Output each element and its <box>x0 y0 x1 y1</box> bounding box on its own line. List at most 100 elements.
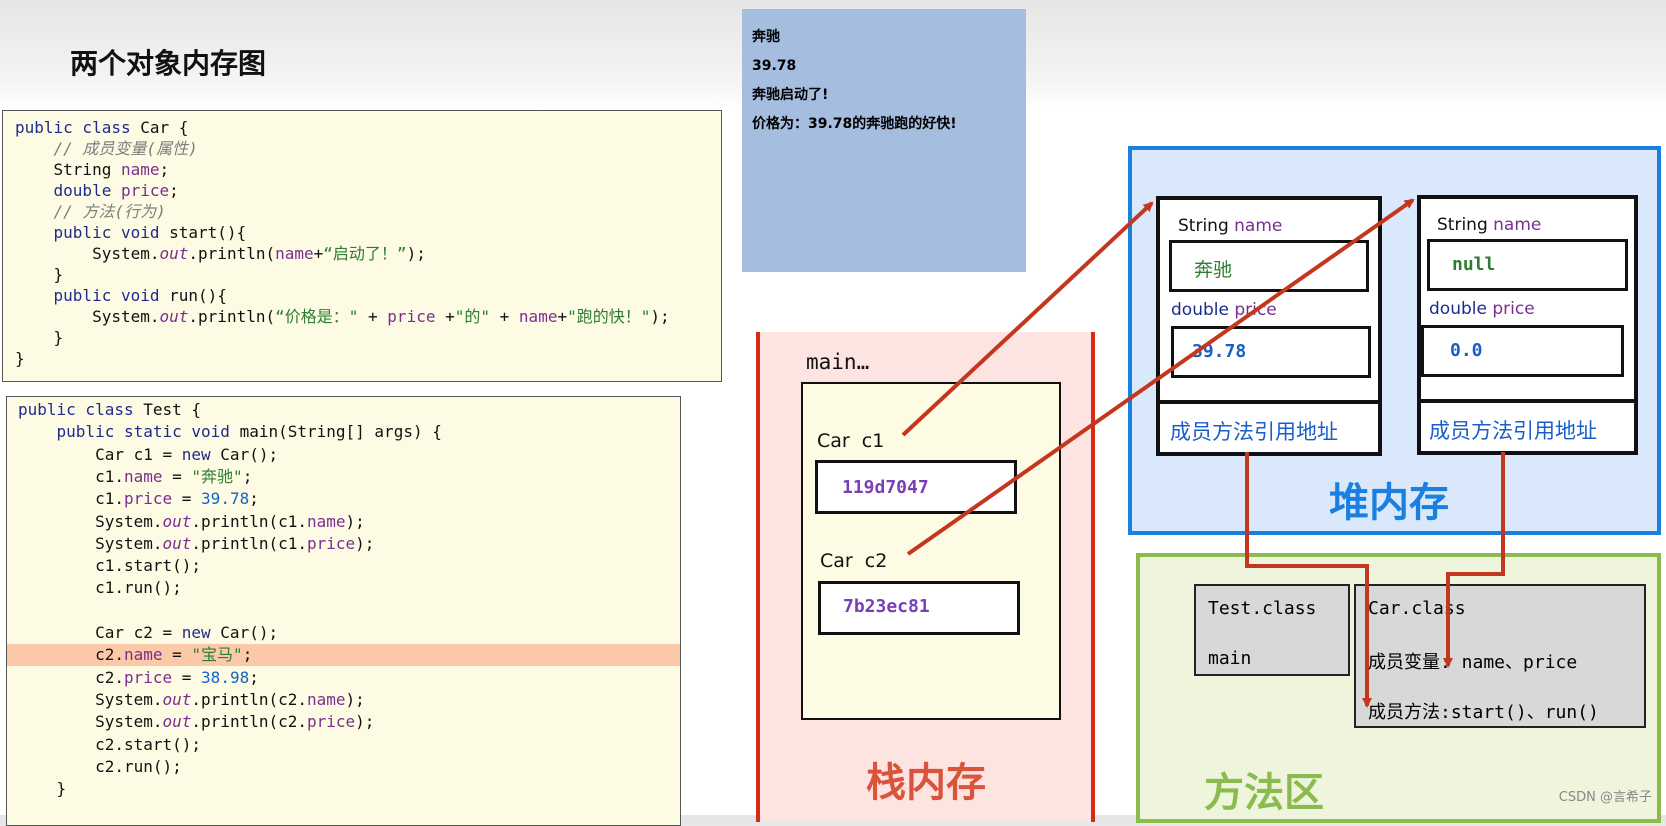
code-line: c1.price = 39.78; <box>18 488 259 510</box>
code-token: = <box>162 645 192 665</box>
code-line: public void run(){ <box>15 285 227 307</box>
test-class-box: Test.class main <box>1194 584 1350 676</box>
code-line: double price; <box>15 180 179 202</box>
code-token: out <box>159 244 189 263</box>
code-line: Car c2 = new Car(); <box>18 622 278 644</box>
heap-object-c2: String name null double price 0.0 成员方法引用… <box>1417 195 1638 455</box>
code-token: out <box>162 511 192 531</box>
code-token: out <box>159 307 189 326</box>
arrow-obj2-to-methods <box>1443 452 1505 668</box>
code-token: c2.run(); <box>18 756 182 776</box>
arrow-c2-to-obj2 <box>906 198 1415 556</box>
obj1-price-type: double <box>1171 300 1229 320</box>
code-token: = <box>172 667 202 687</box>
code-token: name <box>123 645 163 665</box>
code-token: out <box>162 689 192 709</box>
code-token: c2. <box>18 645 124 665</box>
code-line: } <box>15 327 64 349</box>
code-token: price <box>307 712 356 732</box>
code-token: name <box>120 160 160 179</box>
obj1-name-type: String <box>1178 216 1229 236</box>
code-token: “启动了！” <box>323 244 407 263</box>
obj1-name-box: 奔驰 <box>1169 240 1369 292</box>
code-token: ; <box>242 645 253 665</box>
obj2-price-field: price <box>1492 299 1535 319</box>
car-class-fields: 成员变量: name、price <box>1368 652 1578 673</box>
stack-frame-label: main… <box>806 350 870 374</box>
code-token: } <box>18 779 67 799</box>
watermark: CSDN @言希子 <box>1558 790 1652 805</box>
code-line: public static void main(String[] args) { <box>18 421 442 443</box>
console-line: 价格为：39.78的奔驰跑的好快! <box>752 116 957 132</box>
code-token: name <box>275 244 314 263</box>
code-token: Car { <box>140 118 189 137</box>
code-line: System.out.println(name+“启动了！”); <box>15 243 426 265</box>
code-token: price <box>307 533 356 553</box>
obj1-method-ref: 成员方法引用地址 <box>1160 400 1378 452</box>
console-line: 39.78 <box>752 58 797 74</box>
code-line: System.out.println(c2.price); <box>18 711 374 733</box>
code-token: + <box>358 307 388 326</box>
code-token: public class <box>18 400 144 419</box>
console-output: 奔驰 39.78 奔驰启动了! 价格为：39.78的奔驰跑的好快! <box>742 9 1026 272</box>
code-token: c2. <box>18 667 124 687</box>
code-line: System.out.println(c1.name); <box>18 511 365 533</box>
obj2-price-label: double price <box>1429 299 1535 319</box>
code-token: 38.98 <box>201 667 250 687</box>
code-token: name <box>123 466 163 486</box>
car-class-code: public class Car { // 成员变量(属性) String na… <box>2 110 722 382</box>
obj2-price-type: double <box>1429 299 1487 319</box>
code-line: c2.name = "宝马"; <box>7 644 680 667</box>
code-token: public static void <box>56 422 240 442</box>
code-token: ); <box>406 244 426 263</box>
code-token: + <box>557 307 568 326</box>
code-token: run(){ <box>169 286 227 305</box>
c2-address: 7b23ec81 <box>843 596 930 617</box>
code-token: new <box>181 623 221 642</box>
code-token: .println( <box>188 307 276 326</box>
code-token: public void <box>53 223 170 242</box>
code-token: ; <box>159 160 170 179</box>
test-class-name: Test.class <box>1208 598 1317 619</box>
arrow-c1-to-obj1 <box>901 201 1154 437</box>
code-token: "宝马" <box>191 645 243 665</box>
code-token: System. <box>18 533 163 553</box>
code-token: out <box>162 533 192 553</box>
code-token: ); <box>650 307 670 326</box>
code-token: name <box>307 511 346 531</box>
code-token: .println( <box>188 244 276 263</box>
code-line: } <box>18 778 67 800</box>
code-token: c1. <box>18 489 124 509</box>
code-line: c1.run(); <box>18 577 182 599</box>
code-token: new <box>181 444 221 464</box>
code-token: "奔驰" <box>191 466 243 486</box>
code-token: + <box>490 307 519 326</box>
code-token: ); <box>345 511 365 531</box>
arrow-obj1-to-methods <box>1245 452 1372 708</box>
obj2-name-value: null <box>1452 254 1496 275</box>
code-token: start(){ <box>169 223 247 242</box>
obj2-name-type: String <box>1437 215 1488 235</box>
method-area-title: 方法区 <box>1204 770 1324 816</box>
code-line: } <box>15 264 64 286</box>
car-class-box: Car.class 成员变量: name、price 成员方法:start()、… <box>1354 584 1646 728</box>
code-token: Car(); <box>220 444 279 464</box>
code-line: // 成员变量(属性) <box>15 138 198 160</box>
code-token: + <box>313 244 324 263</box>
code-line: public class Test { <box>18 399 201 421</box>
code-token: } <box>15 328 64 347</box>
obj1-price-box: 39.78 <box>1171 326 1371 378</box>
code-line: } <box>15 348 25 370</box>
code-token: "跑的快！" <box>567 307 651 326</box>
code-line: c1.name = "奔驰"; <box>18 466 252 488</box>
code-token: Car(); <box>220 623 279 642</box>
code-token: .println(c2. <box>191 689 307 709</box>
code-token: // 成员变量(属性) <box>53 139 198 158</box>
code-token: c1.run(); <box>18 578 182 598</box>
code-token: Test { <box>143 400 202 419</box>
code-line: Car c1 = new Car(); <box>18 444 278 466</box>
code-token: ; <box>242 466 253 486</box>
code-token: + <box>435 307 455 326</box>
c2-label: Car c2 <box>820 550 888 572</box>
